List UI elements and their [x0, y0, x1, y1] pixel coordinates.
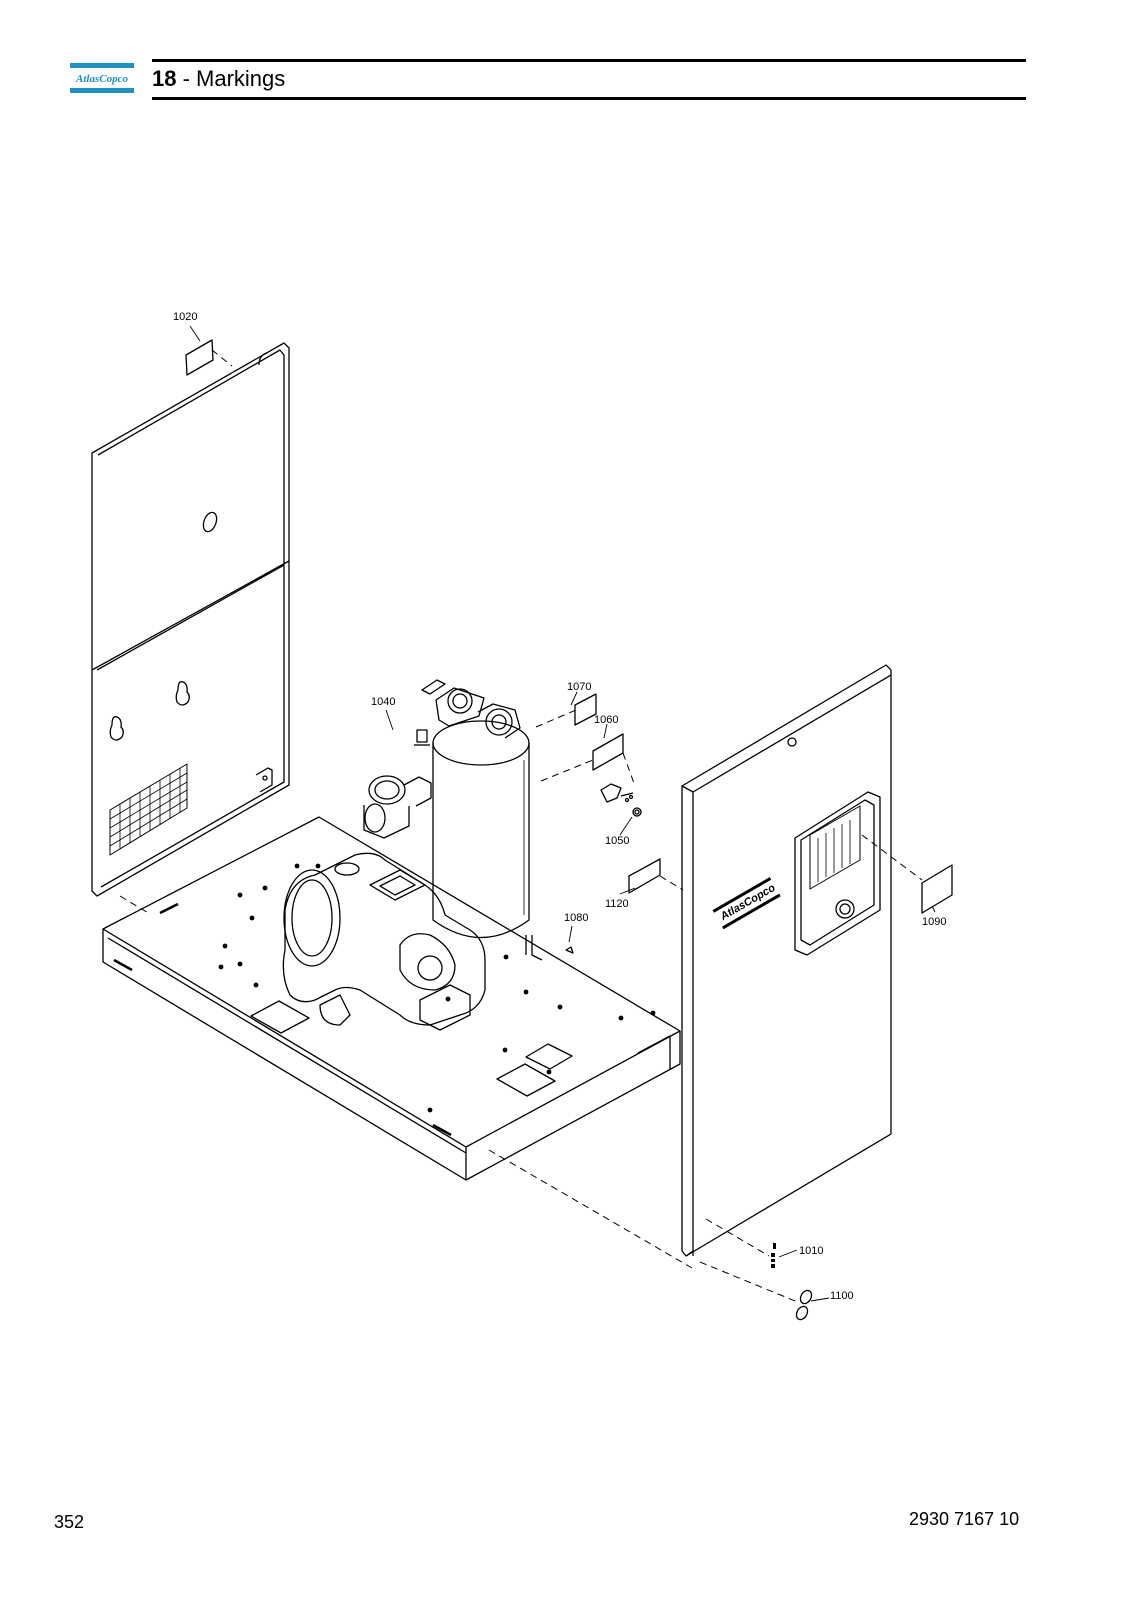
header-rule-top [152, 59, 1026, 62]
callout-1020: 1020 [173, 311, 197, 323]
leader-lines [189, 325, 936, 1302]
decal-1060 [592, 733, 624, 771]
header-rule-bottom [152, 97, 1026, 100]
compressor-element [282, 852, 486, 1031]
callout-1080: 1080 [564, 912, 588, 924]
page-title: 18 - Markings [152, 66, 285, 92]
callout-1010: 1010 [799, 1245, 823, 1257]
valve [363, 775, 432, 839]
part-1100-a [799, 1289, 813, 1305]
callout-1060: 1060 [594, 714, 618, 726]
decal-1090 [921, 864, 953, 914]
part-1050 [600, 783, 622, 803]
assembly-lines [119, 349, 923, 1304]
vessel [421, 679, 543, 961]
callout-labels: 1020 1040 1070 1060 1050 1120 1080 1090 … [173, 311, 946, 1302]
decals [185, 339, 953, 1321]
part-1100-b [795, 1305, 809, 1321]
callout-1040: 1040 [371, 696, 395, 708]
callout-1050: 1050 [605, 835, 629, 847]
decal-1020 [185, 339, 214, 376]
callout-1100: 1100 [830, 1290, 854, 1302]
part-1040 [416, 729, 428, 743]
callout-1120: 1120 [605, 898, 629, 910]
back-panel [91, 342, 290, 897]
front-door: AtlasCopco [681, 664, 892, 1268]
section-number: 18 [152, 66, 177, 91]
door-brand-label: AtlasCopco [712, 877, 781, 930]
decal-1120 [628, 858, 661, 894]
base-frame [102, 816, 681, 1181]
decal-1070 [574, 693, 597, 726]
atlas-copco-logo: AtlasCopco [70, 63, 134, 93]
page-number: 352 [54, 1512, 85, 1532]
small-marking-1010 [771, 1243, 776, 1268]
part-1080 [565, 946, 574, 954]
document-number: 2930 7167 10 [909, 1509, 1020, 1529]
callout-1090: 1090 [922, 916, 946, 928]
callout-1070: 1070 [567, 681, 591, 693]
svg-text:AtlasCopco: AtlasCopco [75, 73, 128, 85]
section-title: - Markings [176, 66, 286, 91]
